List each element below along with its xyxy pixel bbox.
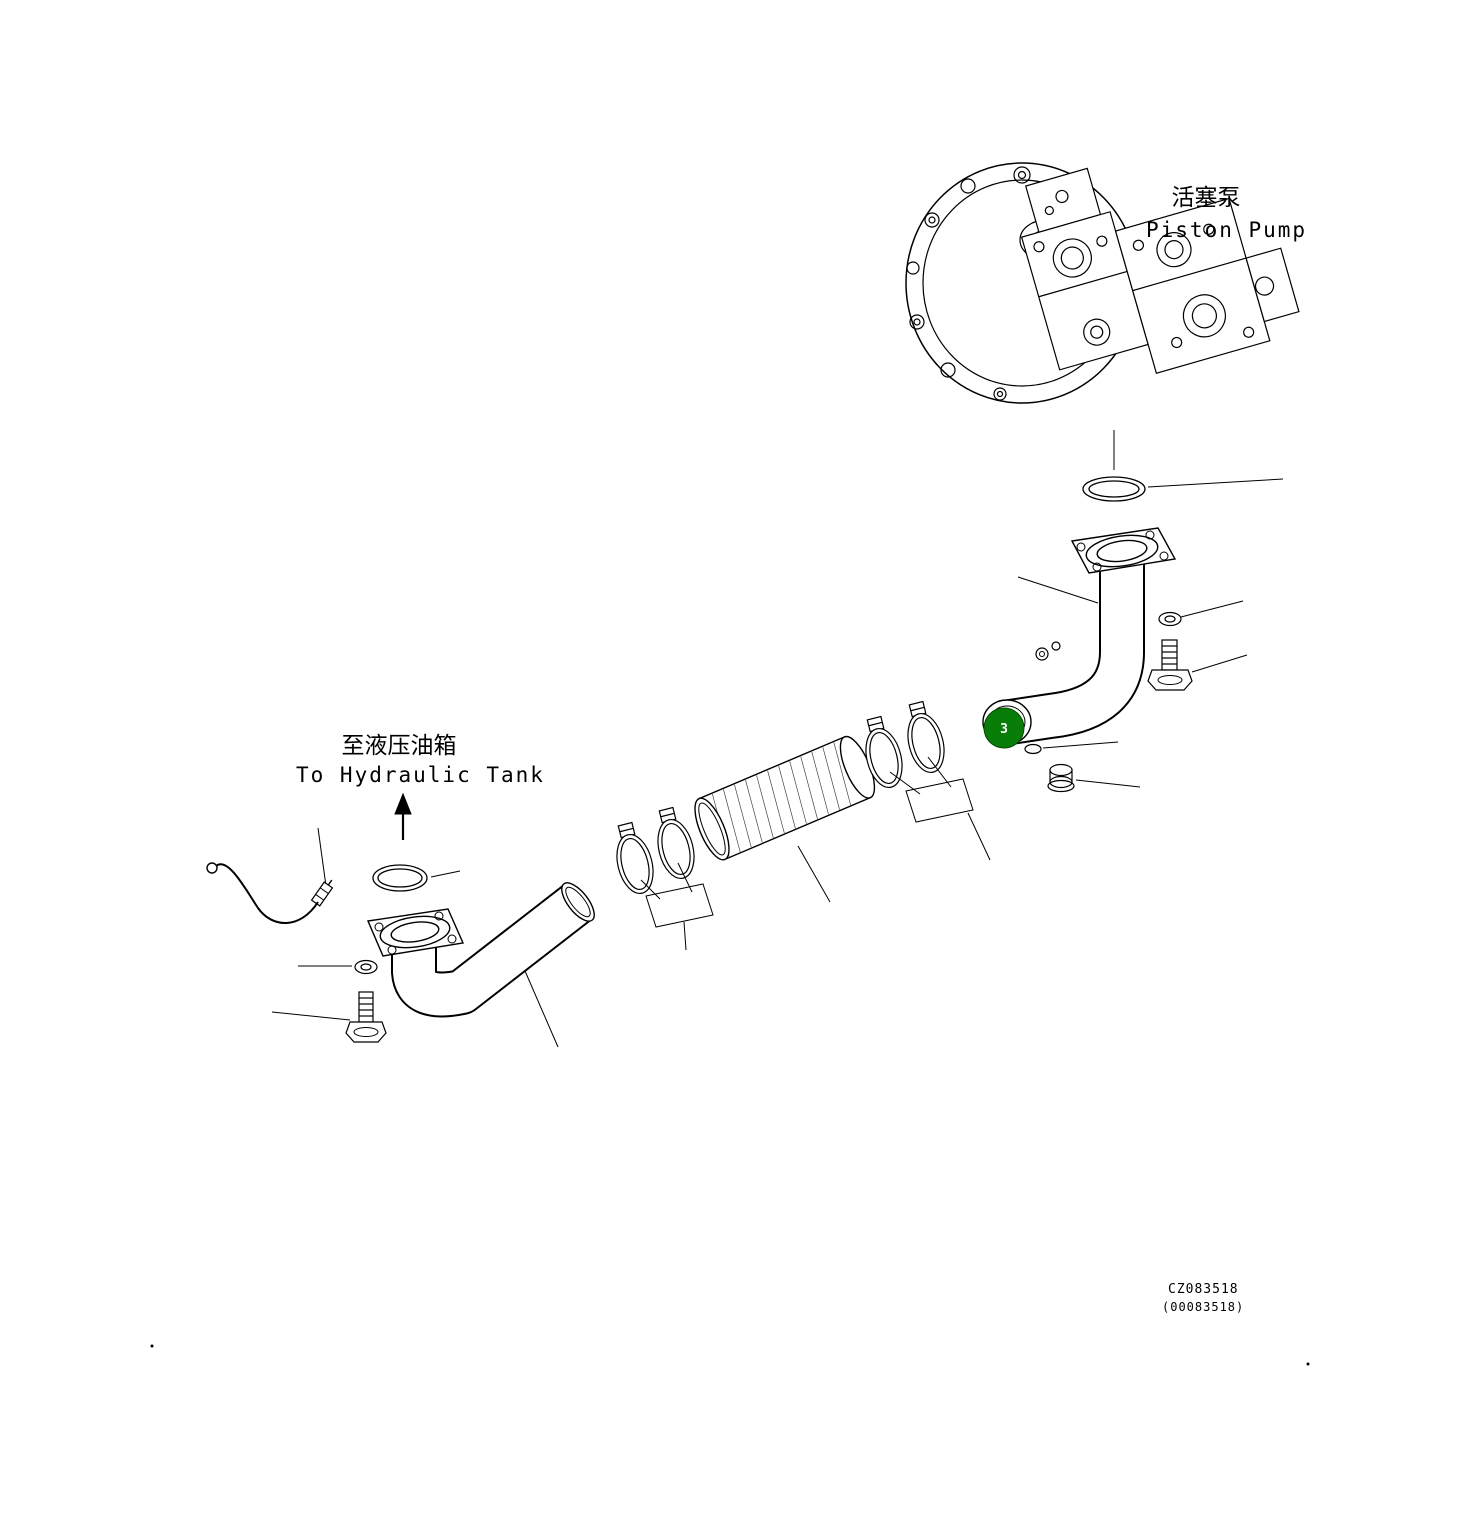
piston-pump-drawing: [905, 162, 1300, 404]
hose-clamp-left-rear: [616, 821, 654, 894]
page-marks: [150, 1344, 1310, 1366]
orifice-oval: [1024, 743, 1042, 755]
hose-clamp-left-front: [657, 806, 695, 879]
label-piston-pump-cn: 活塞泵: [1172, 185, 1241, 211]
label-to-hydraulic-tank-en: To Hydraulic Tank: [296, 763, 545, 787]
drawing-number-alt: (00083518): [1162, 1300, 1244, 1314]
hose-clamp-right-front: [907, 700, 945, 773]
o-ring-upper: [1082, 476, 1146, 502]
leader-lines: [271, 430, 1284, 1048]
flange-lower: [366, 908, 465, 957]
air-bleed-washer: [1051, 641, 1061, 651]
clamp-label-box-right: [889, 756, 974, 823]
bolt-right: [1147, 639, 1193, 691]
hose-clamp-right-rear: [865, 715, 903, 788]
drawing-number: CZ083518: [1168, 1282, 1239, 1297]
clamp-label-box-left: [640, 862, 714, 928]
bolt-left: [345, 991, 387, 1043]
o-ring-lower: [372, 864, 428, 892]
air-bleed-plug: [1035, 647, 1049, 661]
callout-3-number: 3: [1000, 722, 1008, 737]
suction-hose: [694, 735, 876, 861]
washer-left: [354, 959, 378, 975]
tube-end-rim: [561, 882, 595, 922]
label-piston-pump-en: Piston Pump: [1146, 218, 1307, 242]
suction-elbow-lower: [391, 882, 595, 1018]
flow-arrow: [394, 792, 412, 840]
plug-right: [1047, 763, 1075, 793]
callout-3-marker[interactable]: 3: [983, 707, 1025, 749]
wire-harness: [206, 862, 334, 924]
label-to-hydraulic-tank-cn: 至液压油箱: [342, 733, 457, 759]
flange-upper: [1070, 527, 1177, 574]
washer-right: [1158, 611, 1182, 627]
